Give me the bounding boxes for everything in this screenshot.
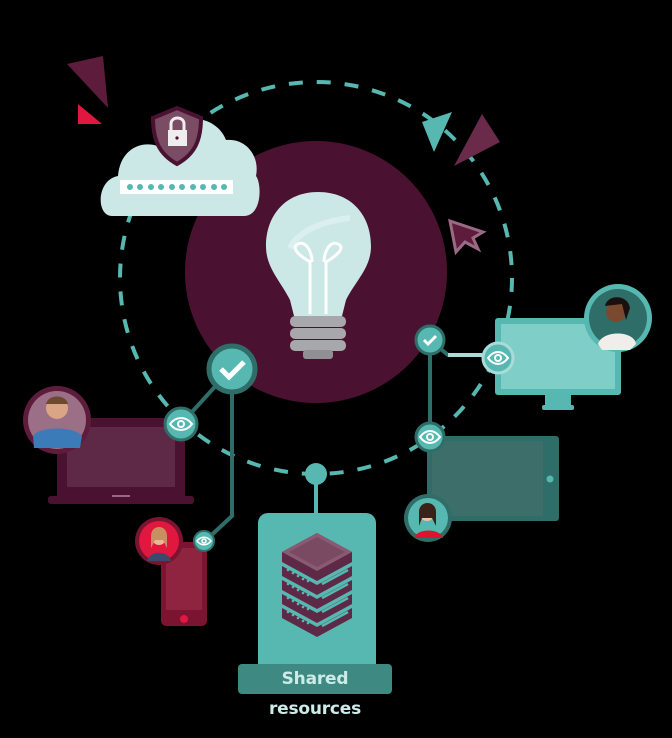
server-stack-icon [282, 533, 352, 637]
triangle-decoration [422, 112, 452, 152]
check-icon [219, 360, 246, 381]
check-icon [422, 334, 438, 347]
view-badge[interactable] [163, 406, 199, 442]
shared-resources-label: Shared resources [238, 664, 392, 719]
check-badge[interactable] [414, 324, 446, 356]
man-avatar [23, 386, 91, 454]
view-badge[interactable] [481, 341, 515, 375]
eye-icon [168, 417, 194, 431]
password-field [120, 180, 233, 194]
woman-laughing-avatar [584, 284, 652, 352]
triangle-decoration [67, 56, 108, 108]
cursor-arrow-icon [448, 218, 487, 256]
view-badge[interactable] [414, 421, 446, 453]
eye-icon [486, 351, 510, 365]
eye-icon [418, 430, 442, 444]
dashed-orbit [118, 80, 514, 476]
eye-icon [196, 536, 212, 546]
password-dots [127, 184, 227, 190]
check-badge[interactable] [206, 343, 258, 395]
woman-avatar [135, 517, 183, 565]
woman-pointing-avatar [404, 494, 452, 542]
tablet-icon [427, 436, 559, 521]
triangle-decoration [454, 114, 500, 166]
lightbulb-icon [266, 192, 371, 359]
padlock-icon [168, 116, 187, 146]
server-node [305, 463, 327, 485]
triangle-decoration [78, 104, 102, 124]
view-badge[interactable] [193, 530, 215, 552]
cloud-icon [100, 105, 260, 216]
